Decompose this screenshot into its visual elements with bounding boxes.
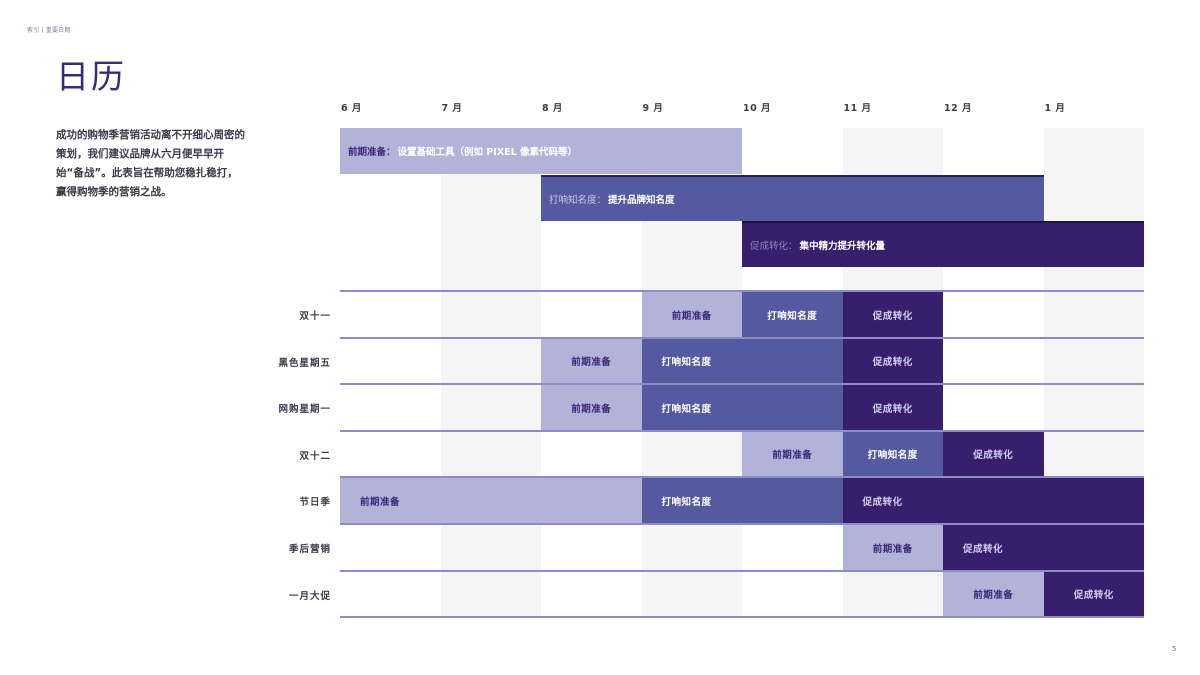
event-phase-convert: 促成转化 bbox=[943, 525, 1144, 570]
event-phase-aware: 打响知名度 bbox=[842, 431, 943, 477]
phase-lead: 打响知名度： bbox=[549, 195, 607, 206]
event-phase-convert: 促成转化 bbox=[943, 431, 1044, 477]
page-title: 日历 bbox=[56, 57, 126, 96]
phase-text: 提升品牌知名度 bbox=[608, 195, 675, 206]
event-phase-prep: 前期准备 bbox=[842, 525, 943, 570]
phase-bar-prep: 前期准备：设置基础工具（例如 PIXEL 像素代码等） bbox=[340, 128, 742, 174]
event-label: 一月大促 bbox=[288, 590, 331, 602]
intro-paragraph: 成功的购物季营销活动离不开细心周密的策划，我们建议品牌从六月便早早开始“备战”。… bbox=[56, 129, 245, 198]
event-phase-prep: 前期准备 bbox=[742, 431, 843, 477]
event-phase-prep: 前期准备 bbox=[541, 385, 642, 431]
month-label: 9 月 bbox=[642, 103, 664, 114]
month-column bbox=[440, 128, 541, 618]
row-divider bbox=[340, 429, 1144, 432]
event-phase-convert: 促成转化 bbox=[1043, 571, 1144, 617]
month-label: 1 月 bbox=[1044, 103, 1066, 114]
row-divider bbox=[340, 476, 1144, 479]
event-phase-prep: 前期准备 bbox=[641, 292, 742, 337]
event-phase-prep: 前期准备 bbox=[541, 338, 642, 384]
month-column bbox=[340, 128, 441, 618]
phase-lead: 前期准备： bbox=[348, 147, 396, 158]
event-label: 双十一 bbox=[299, 311, 331, 322]
month-label: 6 月 bbox=[341, 103, 362, 114]
breadcrumb: 索引 | 重要日期 bbox=[27, 27, 71, 34]
event-phase-convert: 促成转化 bbox=[842, 338, 943, 384]
phase-text: 设置基础工具（例如 PIXEL 像素代码等） bbox=[397, 147, 577, 158]
event-label: 节日季 bbox=[299, 497, 331, 509]
phase-text: 集中精力提升转化量 bbox=[799, 241, 886, 252]
row-divider bbox=[340, 336, 1144, 339]
event-phase-aware: 打响知名度 bbox=[641, 338, 843, 384]
month-label: 8 月 bbox=[542, 103, 563, 114]
event-label: 网购星期一 bbox=[278, 404, 331, 416]
event-phase-prep: 前期准备 bbox=[943, 571, 1044, 617]
month-label: 11 月 bbox=[843, 103, 872, 114]
month-label: 7 月 bbox=[441, 103, 463, 114]
row-divider bbox=[340, 383, 1144, 386]
month-label: 12 月 bbox=[944, 103, 973, 114]
phase-bar-awareness: 打响知名度：提升品牌知名度 bbox=[541, 175, 1044, 221]
event-phase-aware: 打响知名度 bbox=[742, 292, 843, 337]
page-number: 5 bbox=[1172, 645, 1177, 653]
row-divider bbox=[340, 290, 1144, 292]
event-phase-convert: 促成转化 bbox=[842, 385, 943, 431]
month-label: 10 月 bbox=[743, 103, 772, 114]
event-phase-aware: 打响知名度 bbox=[641, 385, 843, 431]
phase-bar-conversion: 促成转化：集中精力提升转化量 bbox=[742, 221, 1144, 267]
event-phase-convert: 促成转化 bbox=[842, 292, 943, 337]
event-phase-convert: 促成转化 bbox=[842, 478, 1144, 524]
row-divider bbox=[340, 523, 1144, 525]
event-label: 黑色星期五 bbox=[278, 357, 331, 369]
event-phase-aware: 打响知名度 bbox=[641, 478, 843, 524]
row-divider bbox=[340, 569, 1144, 572]
event-label: 双十二 bbox=[299, 450, 331, 462]
row-divider bbox=[340, 616, 1144, 619]
phase-lead: 促成转化： bbox=[750, 241, 798, 252]
event-phase-prep: 前期准备 bbox=[340, 478, 642, 524]
event-label: 季后营销 bbox=[288, 544, 331, 555]
